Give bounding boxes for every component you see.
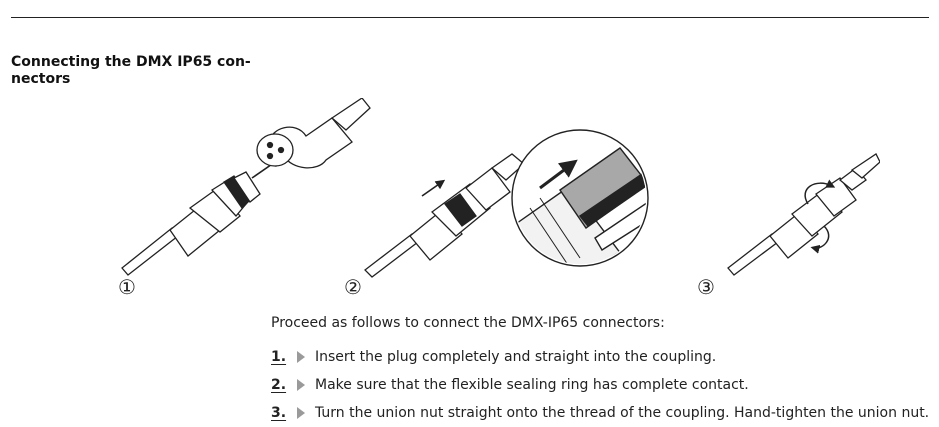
step-text: Make sure that the flexible sealing ring… <box>315 377 749 393</box>
top-rule <box>11 17 929 18</box>
instructions-intro: Proceed as follows to connect the DMX-IP… <box>271 315 665 331</box>
step-number: 3. <box>271 405 287 421</box>
step-arrow-icon <box>297 351 305 363</box>
step-arrow-icon <box>297 379 305 391</box>
step-marker-1: ① <box>118 275 136 299</box>
illustration-step-2 <box>364 153 525 278</box>
instruction-step-2: 2. Make sure that the flexible sealing r… <box>271 371 936 399</box>
step-marker-3: ③ <box>697 275 715 299</box>
step-arrow-icon <box>297 407 305 419</box>
step-text: Turn the union nut straight onto the thr… <box>315 405 930 421</box>
connector-illustration-svg: ① ② ③ <box>118 98 880 299</box>
step-text: Insert the plug completely and straight … <box>315 349 717 365</box>
instruction-step-3: 3. Turn the union nut straight onto the … <box>271 399 936 427</box>
connector-illustration: ① ② ③ <box>100 98 880 303</box>
instruction-steps: 1. Insert the plug completely and straig… <box>271 343 936 427</box>
step-number: 1. <box>271 349 287 365</box>
detail-zoom-circle <box>511 129 649 267</box>
instruction-step-1: 1. Insert the plug completely and straig… <box>271 343 936 371</box>
section-title: Connecting the DMX IP65 con- nectors <box>11 54 251 87</box>
illustration-step-3 <box>727 153 880 276</box>
step-number: 2. <box>271 377 287 393</box>
step-marker-2: ② <box>344 275 362 299</box>
illustration-step-1 <box>121 98 371 276</box>
